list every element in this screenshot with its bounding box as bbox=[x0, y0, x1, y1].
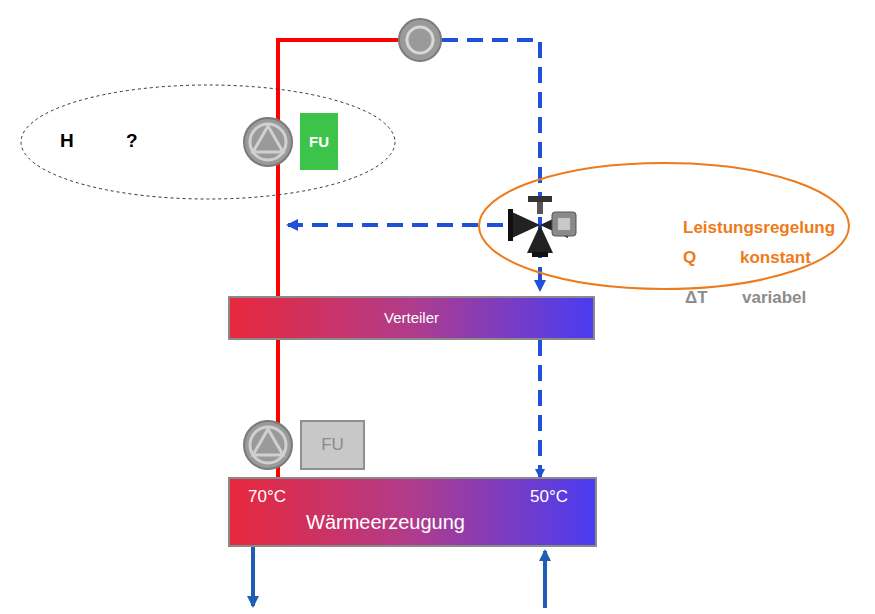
node-text: Q bbox=[683, 248, 696, 268]
supply-pipe bbox=[278, 40, 398, 296]
node-text: FU bbox=[321, 435, 344, 455]
consumer-symbol bbox=[399, 19, 441, 61]
pipe-connector bbox=[538, 340, 542, 477]
flow-arrow bbox=[543, 551, 547, 608]
return-pipe bbox=[442, 40, 540, 290]
process-box: FU bbox=[300, 420, 365, 470]
annotation-text: variabel bbox=[742, 288, 806, 308]
pump-symbol bbox=[244, 421, 292, 469]
node-text: FU bbox=[309, 133, 329, 150]
flow-arrow bbox=[251, 547, 255, 606]
process-box: Verteiler bbox=[228, 296, 595, 340]
node-text: 70°C bbox=[248, 487, 286, 507]
annotation-text: ΔT bbox=[685, 288, 708, 308]
ellipse-region: H? FU bbox=[20, 84, 396, 200]
ellipse-outline bbox=[20, 84, 396, 200]
process-box: 70°C Wärmeerzeugung 50°C bbox=[228, 477, 597, 547]
node-text: konstant bbox=[740, 248, 811, 268]
bypass-pipe bbox=[288, 223, 528, 227]
node-text: H bbox=[60, 130, 74, 152]
ellipse-region: LeistungsregelungQkonstant bbox=[478, 162, 850, 290]
node-text: Wärmeerzeugung bbox=[306, 511, 465, 534]
node-text: Verteiler bbox=[384, 309, 439, 326]
node-text: Leistungsregelung bbox=[683, 218, 835, 238]
pump-symbol bbox=[244, 118, 292, 166]
node-text: ? bbox=[126, 130, 138, 152]
node-text: 50°C bbox=[530, 487, 568, 507]
valve-symbol bbox=[508, 196, 576, 257]
process-box: FU bbox=[300, 113, 338, 170]
